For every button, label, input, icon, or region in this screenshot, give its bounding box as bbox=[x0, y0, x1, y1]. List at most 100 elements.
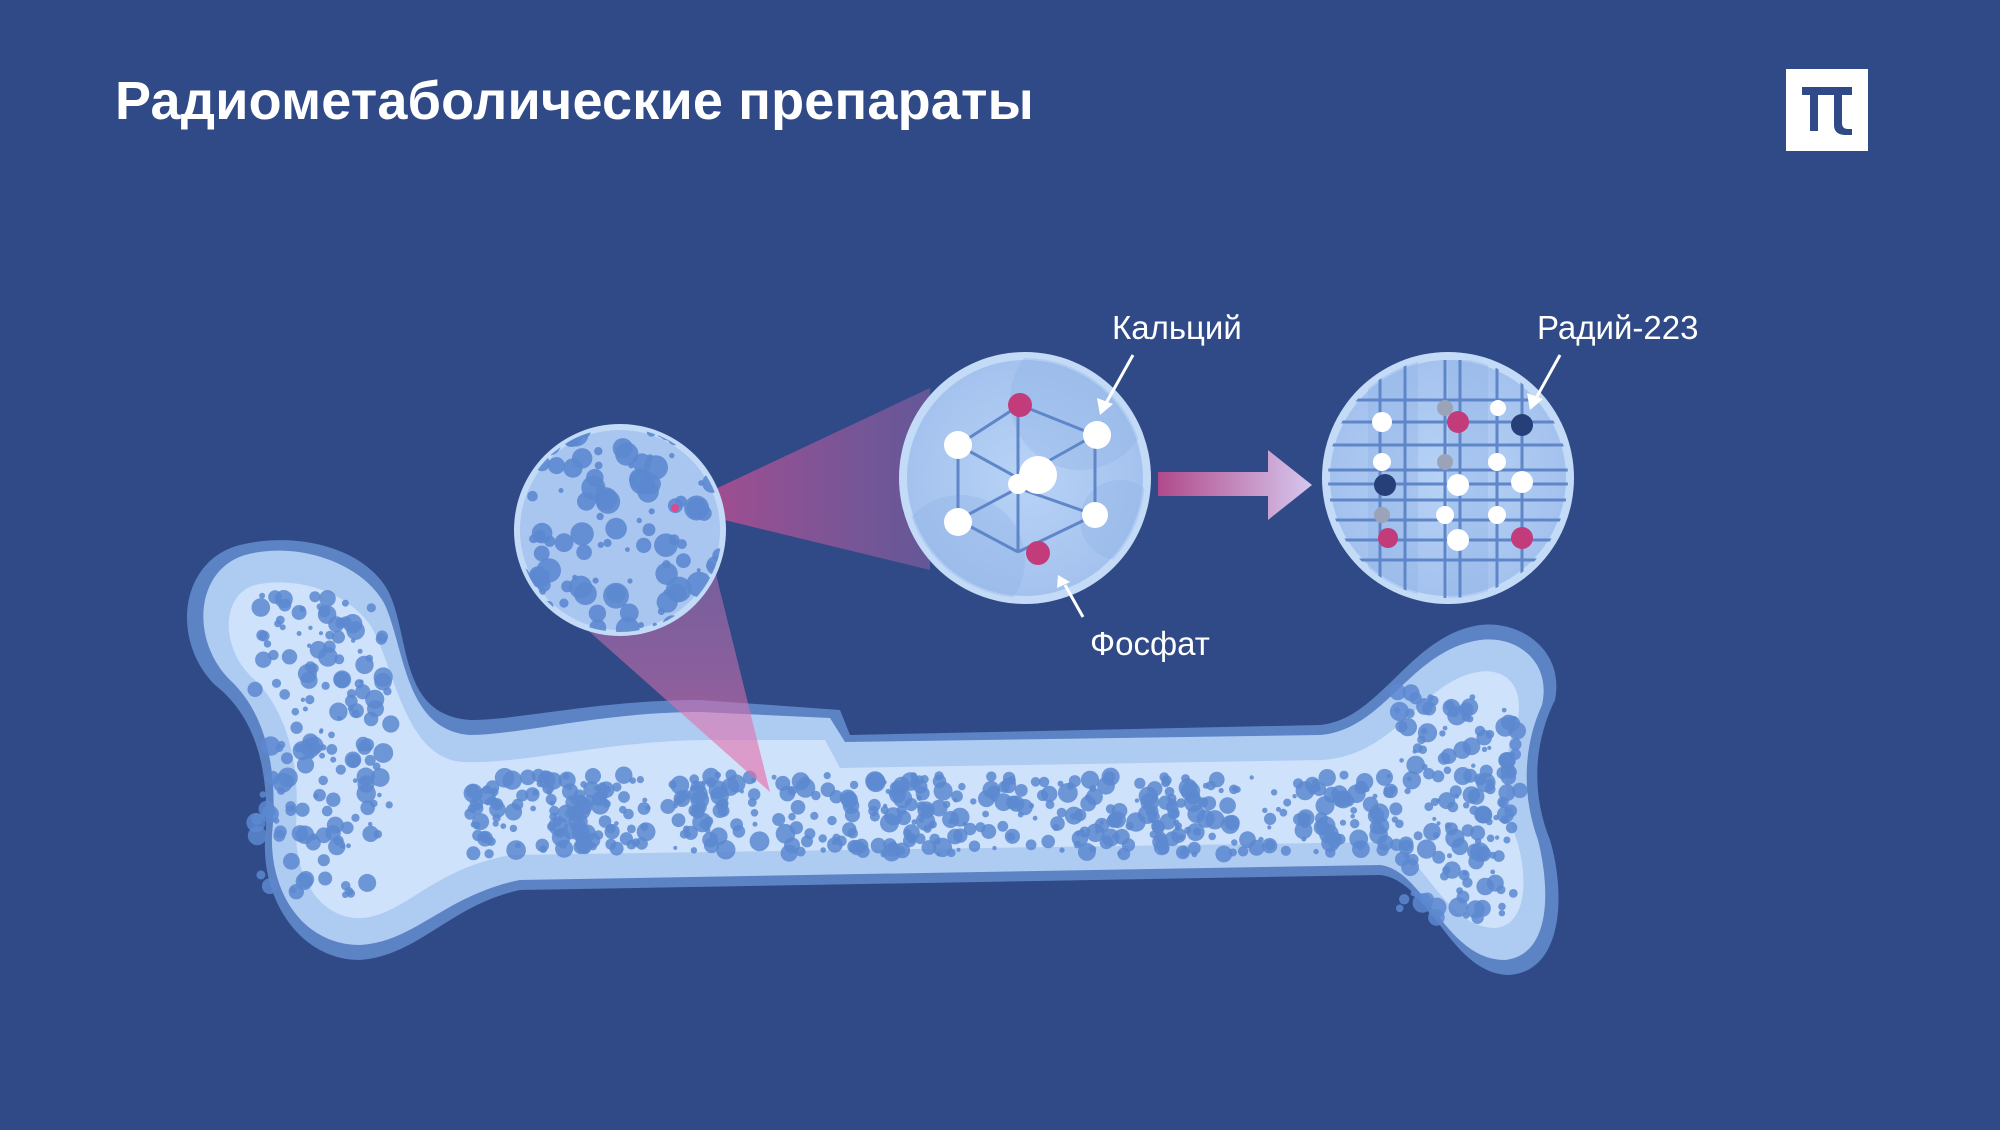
bone-pore bbox=[1436, 798, 1441, 803]
bone-pore bbox=[291, 825, 309, 842]
bone-pore bbox=[1002, 771, 1016, 785]
bone-pore bbox=[748, 788, 761, 801]
bone-pore bbox=[1297, 809, 1315, 827]
bone-pore bbox=[1432, 770, 1445, 783]
bone-pore bbox=[1440, 748, 1457, 764]
bone-pore bbox=[318, 871, 333, 886]
bone-pore bbox=[351, 709, 360, 718]
bone-pore bbox=[1201, 796, 1217, 811]
bone-pore bbox=[1312, 782, 1327, 796]
bone-pore bbox=[347, 689, 357, 699]
bone-pore bbox=[514, 842, 521, 849]
bone-pore bbox=[466, 846, 481, 861]
bone-pore bbox=[1017, 811, 1024, 818]
bone-pore bbox=[319, 729, 323, 734]
bone-pore bbox=[1420, 727, 1428, 735]
bone-pore bbox=[1167, 806, 1180, 820]
bone-pore bbox=[1383, 783, 1398, 799]
bone-pore bbox=[1059, 847, 1065, 853]
bone-pore bbox=[1147, 781, 1163, 797]
bone-pore bbox=[1234, 786, 1241, 793]
bone-pore bbox=[968, 840, 981, 852]
bone-pore bbox=[356, 783, 376, 804]
bone-pore bbox=[1219, 797, 1236, 814]
bone-pore bbox=[385, 801, 393, 809]
bone-pore bbox=[525, 787, 540, 802]
calcium-atom bbox=[1490, 400, 1506, 416]
bone-pore bbox=[1339, 770, 1349, 780]
bone-pore bbox=[1215, 845, 1233, 863]
calcium-atom bbox=[1372, 412, 1392, 432]
bone-pore bbox=[1261, 838, 1278, 854]
bone-pore bbox=[986, 771, 997, 782]
bone-pore bbox=[346, 843, 351, 849]
sample-pore bbox=[636, 517, 642, 524]
phosphate-atom bbox=[1026, 541, 1050, 565]
bone-pore bbox=[1089, 845, 1097, 853]
bone-pore bbox=[1359, 841, 1364, 846]
bone-pore bbox=[829, 790, 843, 804]
bone-pore bbox=[305, 835, 321, 851]
sample-pore bbox=[627, 578, 633, 584]
bone-pore bbox=[490, 798, 504, 811]
phosphate-atom bbox=[1447, 411, 1469, 433]
bone-pore bbox=[673, 798, 681, 805]
bone-pore bbox=[333, 670, 352, 689]
bone-pore bbox=[516, 789, 529, 802]
bone-pore bbox=[1276, 806, 1281, 812]
bone-pore bbox=[992, 845, 997, 851]
bone-pore bbox=[1134, 777, 1146, 789]
radium-atom bbox=[1511, 414, 1533, 436]
bone-pore bbox=[294, 743, 304, 753]
bone-pore bbox=[472, 821, 481, 830]
sample-pore bbox=[588, 604, 607, 622]
transition-arrow bbox=[1158, 450, 1312, 520]
bone-pore bbox=[341, 821, 354, 835]
bone-pore bbox=[544, 772, 563, 790]
bone-pore bbox=[810, 811, 819, 821]
bone-pore bbox=[281, 649, 298, 665]
bone-pore bbox=[1436, 821, 1441, 826]
crystal-lattice-circle bbox=[899, 352, 1151, 604]
phosphate-pointer bbox=[1063, 584, 1085, 618]
bone-pore bbox=[849, 780, 859, 790]
sample-pore bbox=[572, 574, 578, 580]
bone-pore bbox=[1462, 786, 1481, 804]
page-title: Радиометаболические препараты bbox=[115, 71, 1034, 131]
bone-pore bbox=[1071, 830, 1089, 847]
bone-pore bbox=[670, 775, 690, 795]
bone-pore bbox=[1178, 778, 1198, 798]
sample-pore bbox=[531, 522, 553, 544]
bone-pore bbox=[308, 625, 313, 630]
sample-pore bbox=[636, 537, 652, 554]
bone-pore bbox=[1267, 825, 1272, 830]
bone-pore bbox=[256, 870, 266, 880]
bone-pore bbox=[251, 598, 271, 617]
bone-pore bbox=[642, 797, 648, 803]
bone-pore bbox=[295, 802, 310, 817]
sample-pore bbox=[570, 522, 594, 546]
bone-pore bbox=[1442, 698, 1461, 717]
sample-pore bbox=[561, 580, 573, 593]
bone-pore bbox=[520, 769, 536, 786]
bone-pore bbox=[1025, 839, 1037, 851]
bone-pore bbox=[486, 837, 496, 846]
sample-pore bbox=[629, 468, 651, 490]
bone-pore bbox=[847, 827, 858, 839]
bone-pore bbox=[273, 829, 286, 842]
bone-pore bbox=[1399, 758, 1404, 763]
sample-pore bbox=[657, 607, 666, 616]
bone-pore bbox=[998, 780, 1011, 793]
bone-pore bbox=[1413, 831, 1423, 841]
bone-pore bbox=[1470, 825, 1486, 841]
bone-pore bbox=[1220, 815, 1240, 834]
bone-pore bbox=[597, 781, 615, 798]
bone-pore bbox=[1137, 804, 1158, 825]
calcium-atom bbox=[1488, 506, 1506, 524]
bone-pore bbox=[247, 681, 263, 698]
bone-pore bbox=[1237, 846, 1249, 857]
calcium-atom bbox=[944, 431, 972, 459]
bone-pore bbox=[351, 813, 360, 822]
bone-pore bbox=[372, 762, 381, 771]
bone-pore bbox=[714, 771, 721, 779]
